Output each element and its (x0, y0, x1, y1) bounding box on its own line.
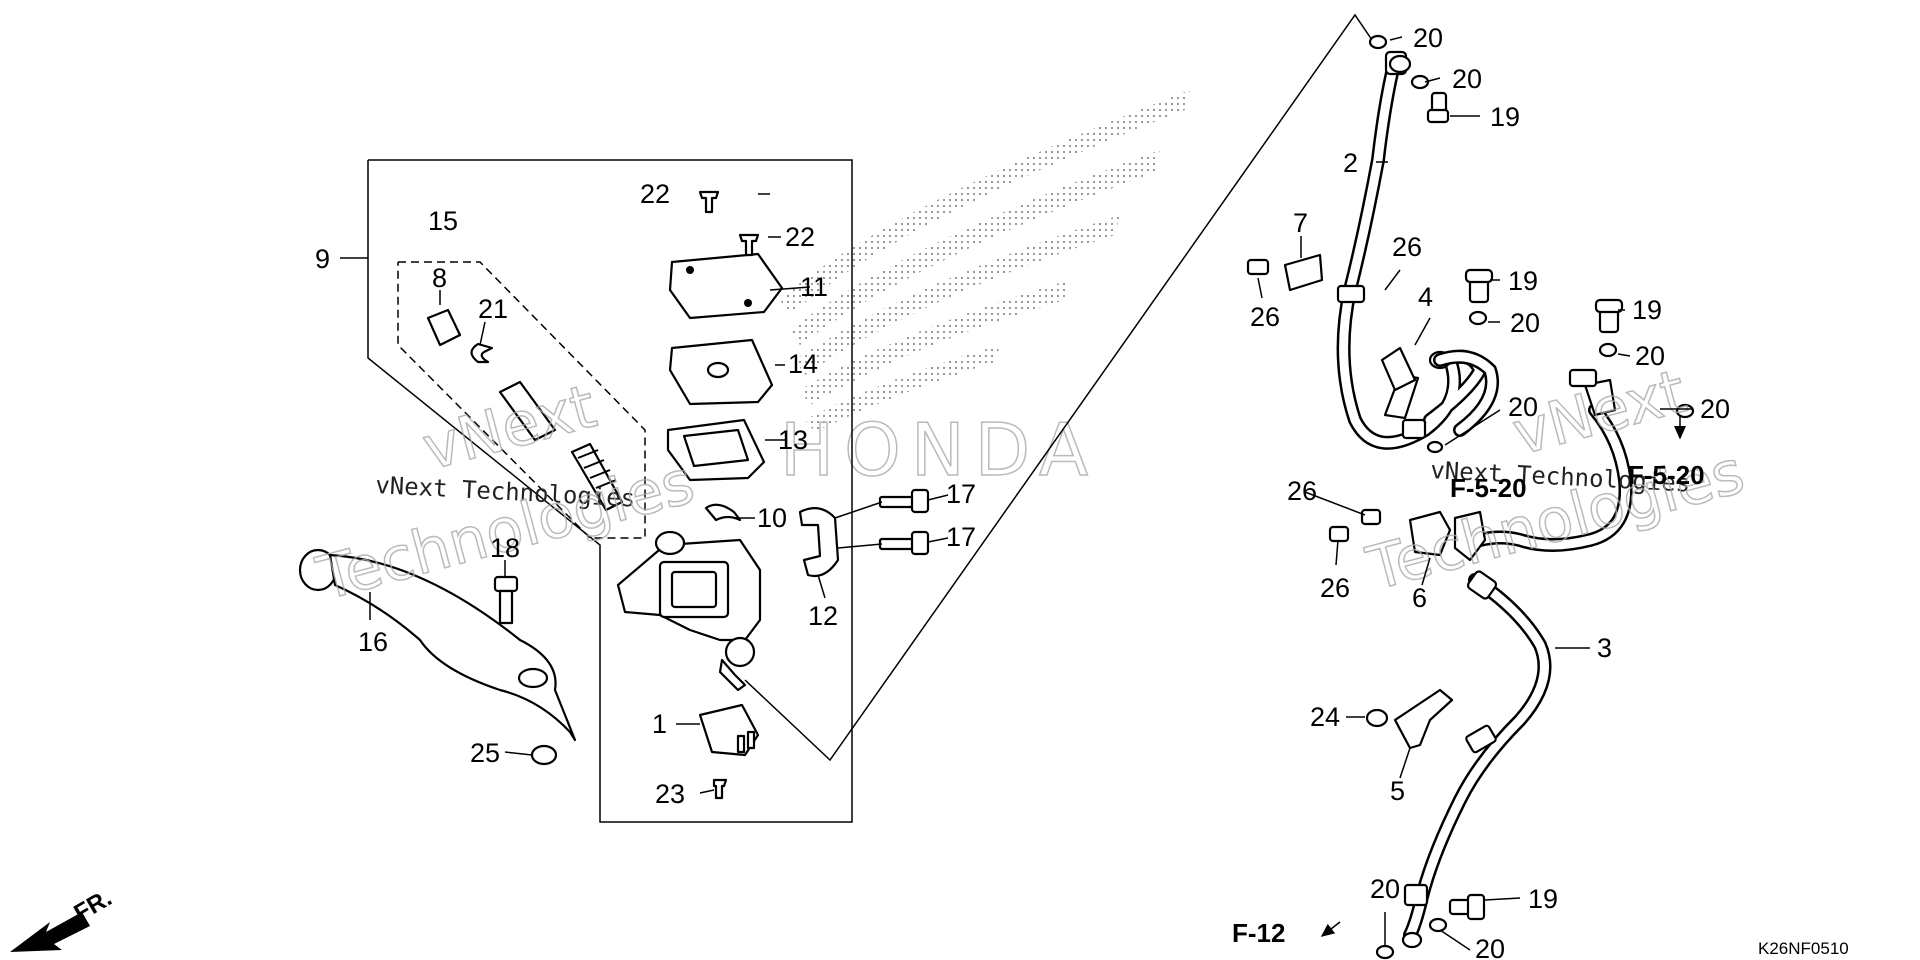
callout-20: 20 (1475, 934, 1505, 960)
callout-20: 20 (1452, 64, 1482, 94)
callout-7: 7 (1293, 208, 1308, 238)
master-cylinder-body (616, 530, 762, 692)
clip (704, 503, 742, 522)
callout-22: 22 (785, 222, 815, 252)
pivot-nut (530, 744, 558, 766)
brake-lever (298, 548, 577, 742)
callout-19: 19 (1508, 266, 1538, 296)
callout-19: 19 (1632, 295, 1662, 325)
callout-19: 19 (1528, 884, 1558, 914)
hose-stay (1365, 688, 1454, 750)
callout-26: 26 (1250, 302, 1280, 332)
callout-17: 17 (946, 479, 976, 509)
callout-20: 20 (1700, 394, 1730, 424)
callout-23: 23 (655, 779, 685, 809)
callout-20: 20 (1508, 392, 1538, 422)
reservoir-cap (668, 252, 784, 320)
reference-labels: F-5-20 F-5-20 F-12 (1232, 460, 1705, 948)
master-cylinder-assembly-outline (340, 159, 853, 823)
callout-22: 22 (640, 179, 670, 209)
callout-11: 11 (800, 272, 828, 302)
piston-kit-outline (397, 261, 646, 539)
leader-lines (369, 36, 1693, 951)
callout-20: 20 (1370, 874, 1400, 904)
callout-12: 12 (808, 601, 838, 631)
three-way-joint (1380, 346, 1499, 437)
banjo-fittings-top (1368, 34, 1450, 124)
callout-17: 17 (946, 522, 976, 552)
callout-6: 6 (1412, 583, 1427, 613)
callout-4: 4 (1418, 282, 1433, 312)
callout-18: 18 (490, 533, 520, 563)
callout-24: 24 (1310, 702, 1340, 732)
cap-screws (698, 190, 760, 257)
hose-clamp (1246, 253, 1324, 292)
connection-line (744, 13, 1373, 762)
diagram-code: K26NF0510 (1758, 939, 1849, 958)
joint-bracket (1328, 508, 1487, 562)
handlebar-holder (798, 507, 840, 578)
callout-10: 10 (757, 503, 787, 533)
callout-26: 26 (1320, 573, 1350, 603)
banjo-bolts-mid (1426, 268, 1624, 454)
brake-switch (698, 703, 760, 800)
lower-brake-hose (1403, 570, 1552, 942)
piston-parts (426, 308, 624, 512)
pivot-bolt (493, 575, 519, 625)
callout-2: 2 (1343, 148, 1358, 178)
callout-numbers: 20 20 19 2 7 26 26 4 19 20 19 20 20 20 2… (315, 23, 1730, 960)
callout-8: 8 (432, 263, 447, 293)
holder-bolts (878, 488, 930, 556)
callout-5: 5 (1390, 776, 1405, 806)
callout-9: 9 (315, 244, 330, 274)
callout-20: 20 (1635, 341, 1665, 371)
reference-f-5-20: F-5-20 (1628, 460, 1705, 490)
diaphragm (666, 418, 766, 482)
brand-watermark: HONDA (780, 408, 1098, 492)
callout-21: 21 (478, 294, 508, 324)
diaphragm-plate (668, 338, 774, 406)
callout-20: 20 (1413, 23, 1443, 53)
callout-16: 16 (358, 627, 388, 657)
callout-14: 14 (788, 349, 818, 379)
callout-19: 19 (1490, 102, 1520, 132)
callout-26: 26 (1392, 232, 1422, 262)
front-direction-arrow: FR. (10, 884, 116, 952)
callout-26: 26 (1287, 476, 1317, 506)
callout-20: 20 (1510, 308, 1540, 338)
rear-brake-hose-branch (1473, 368, 1695, 552)
reference-f-12: F-12 (1232, 918, 1285, 948)
brand-wing-watermark: HONDA (779, 90, 1190, 493)
callout-25: 25 (470, 738, 500, 768)
callout-13: 13 (778, 425, 808, 455)
callout-3: 3 (1597, 633, 1612, 663)
callout-1: 1 (652, 709, 667, 739)
reference-f-5-20: F-5-20 (1450, 473, 1527, 503)
banjo-fittings-bottom (1375, 893, 1486, 960)
callout-15: 15 (428, 206, 458, 236)
